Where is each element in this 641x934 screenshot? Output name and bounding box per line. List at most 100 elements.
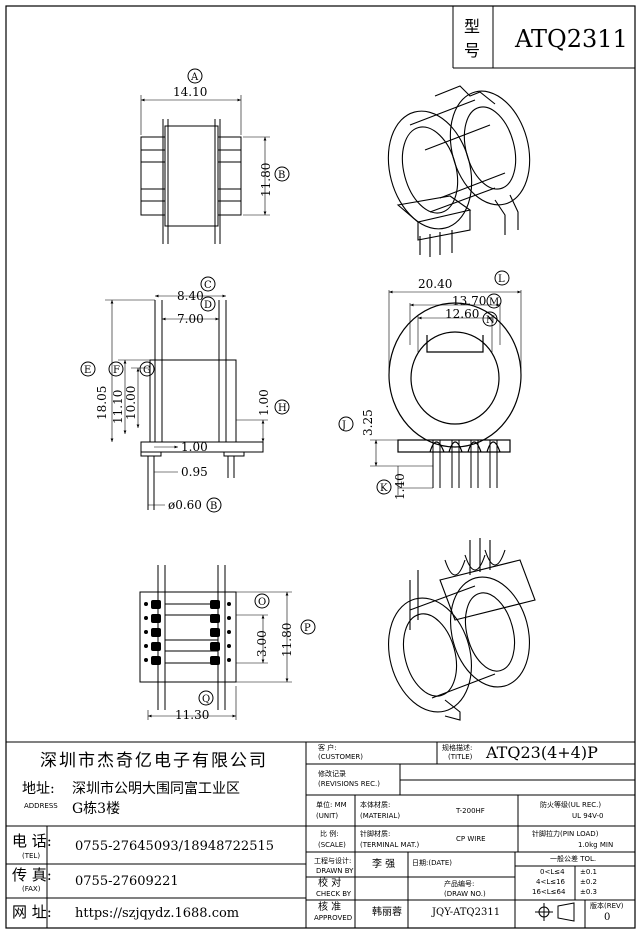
dim-F-letter: F <box>113 365 120 376</box>
dim-C-value: 8.40 <box>177 289 204 303</box>
pin-pads <box>144 600 231 665</box>
dim-K-value: 1.40 <box>393 473 407 500</box>
check-label-en: CHECK BY <box>316 890 351 898</box>
tol-range-2: 4<L≤16 <box>536 878 565 886</box>
tol-label: 一般公差 TOL. <box>550 855 597 863</box>
dim-K1-value: 0.95 <box>181 465 208 479</box>
tol-value-3: ±0.3 <box>580 888 597 896</box>
dim-J-value: 3.25 <box>361 409 375 436</box>
tol-value-2: ±0.2 <box>580 878 597 886</box>
unit-label-en: (UNIT) <box>316 812 339 820</box>
terminal-value: CP WIRE <box>456 835 486 843</box>
dim-B-letter: B <box>278 170 285 181</box>
type-label-2: 号 <box>464 41 480 60</box>
approve-label-en: APPROVED <box>314 914 353 922</box>
pull-value: 1.0kg MIN <box>578 841 614 849</box>
dim-P-letter: P <box>304 623 311 634</box>
dim-G-letter: G <box>143 365 151 376</box>
dim-D-letter: D <box>204 300 212 311</box>
dim-H-value: 1.00 <box>257 389 271 416</box>
bottom-view <box>139 565 316 720</box>
spec-value: ATQ23(4+4)P <box>486 743 598 762</box>
fax-number: 0755-27609221 <box>75 874 179 889</box>
dim-O-value: 3.00 <box>255 630 269 657</box>
dim-F-value: 11.10 <box>111 390 125 424</box>
fax-label-en: (FAX) <box>22 885 41 893</box>
front-view <box>80 276 290 513</box>
terminal-label: 针脚材质: <box>360 830 391 838</box>
material-label-en: (MATERIAL) <box>360 812 401 820</box>
spec-label-en: (TITLE) <box>448 753 473 761</box>
draw-no-label: 产品编号: <box>444 880 475 888</box>
isometric-view-2 <box>387 538 536 721</box>
dim-I-value: 1.00 <box>181 440 208 454</box>
customer-label: 客 户: <box>318 744 337 752</box>
dim-A-letter: A <box>190 72 199 83</box>
side-view-top <box>140 68 290 244</box>
sheet-border <box>5 5 636 929</box>
draw-no-value: JQY-ATQ2311 <box>432 907 501 918</box>
part-number-box: 型 号 ATQ2311 <box>452 6 635 69</box>
projection-symbol <box>535 902 575 922</box>
approve-value: 韩丽蓉 <box>372 907 402 918</box>
address-line2: G栋3楼 <box>72 801 121 817</box>
dim-O-letter: O <box>258 597 266 608</box>
terminal-label-en: (TERMINAL MAT.) <box>360 841 420 849</box>
spec-label: 规格描述: <box>442 744 473 752</box>
scale-label-en: (SCALE) <box>318 841 346 849</box>
drawn-label-en: DRAWN BY <box>316 867 354 875</box>
tol-value-1: ±0.1 <box>580 868 597 876</box>
drawn-value: 李 强 <box>372 859 396 870</box>
dim-B-value: 11.80 <box>259 163 273 197</box>
rev-label: 修改记录 <box>318 770 346 778</box>
dim-pin-value: ø0.60 <box>168 498 202 512</box>
customer-label-en: (CUSTOMER) <box>318 753 364 761</box>
dim-Q-value: 11.30 <box>175 708 209 722</box>
rev-label-en: (REVISIONS REC.) <box>318 780 380 788</box>
title-block-grid <box>6 741 635 928</box>
drawn-label: 工程与设计: <box>314 857 352 865</box>
address-label-en: ADDRESS <box>24 802 58 810</box>
dim-N-letter: N <box>486 315 495 326</box>
pull-label: 针脚拉力(PIN LOAD) <box>532 830 599 838</box>
tol-range-1: 0<L≤4 <box>540 868 565 876</box>
approve-label: 核 准 <box>318 902 342 913</box>
dim-E-letter: E <box>84 365 91 376</box>
flame-label: 防火等级(UL REC.) <box>540 801 602 809</box>
dim-J-letter: J <box>341 420 346 431</box>
dim-P-value: 11.80 <box>280 623 294 657</box>
material-label: 本体材质: <box>360 801 391 809</box>
dim-M-letter: M <box>489 297 499 308</box>
tel-number: 0755-27645093/18948722515 <box>75 839 275 854</box>
part-number: ATQ2311 <box>514 25 628 53</box>
dim-K-letter: K <box>380 483 388 494</box>
dim-D-value: 7.00 <box>177 312 204 326</box>
dim-pin-letter: B <box>210 501 217 512</box>
dim-N-value: 12.60 <box>445 307 479 321</box>
tel-label: 电 话: <box>12 832 52 850</box>
version-value: 0 <box>604 912 611 923</box>
dim-Q-letter: Q <box>202 694 210 705</box>
end-view <box>338 270 522 495</box>
flame-value: UL 94V-0 <box>572 812 604 820</box>
web-label: 网 址: <box>12 903 52 921</box>
tol-range-3: 16<L≤64 <box>532 888 566 896</box>
unit-label: 单位: MM <box>316 801 347 809</box>
dim-M-value: 13.70 <box>452 294 486 308</box>
type-label-1: 型 <box>464 17 480 36</box>
address-line1: 深圳市公明大围同富工业区 <box>72 781 240 797</box>
dim-C-letter: C <box>204 280 212 291</box>
scale-label: 比 例: <box>320 830 339 838</box>
dim-L-letter: L <box>498 274 505 285</box>
dim-A-value: 14.10 <box>173 85 207 99</box>
web-url: https://szjqydz.1688.com <box>75 906 240 921</box>
address-label: 地址: <box>22 781 55 797</box>
check-label: 校 对 <box>318 878 342 889</box>
dim-L-value: 20.40 <box>418 277 452 291</box>
dim-G-value: 10.00 <box>124 386 138 420</box>
date-label: 日期:(DATE) <box>412 859 453 867</box>
dim-E-value: 18.05 <box>95 386 109 420</box>
draw-no-label-en: (DRAW NO.) <box>444 890 486 898</box>
isometric-view-1 <box>387 85 531 257</box>
